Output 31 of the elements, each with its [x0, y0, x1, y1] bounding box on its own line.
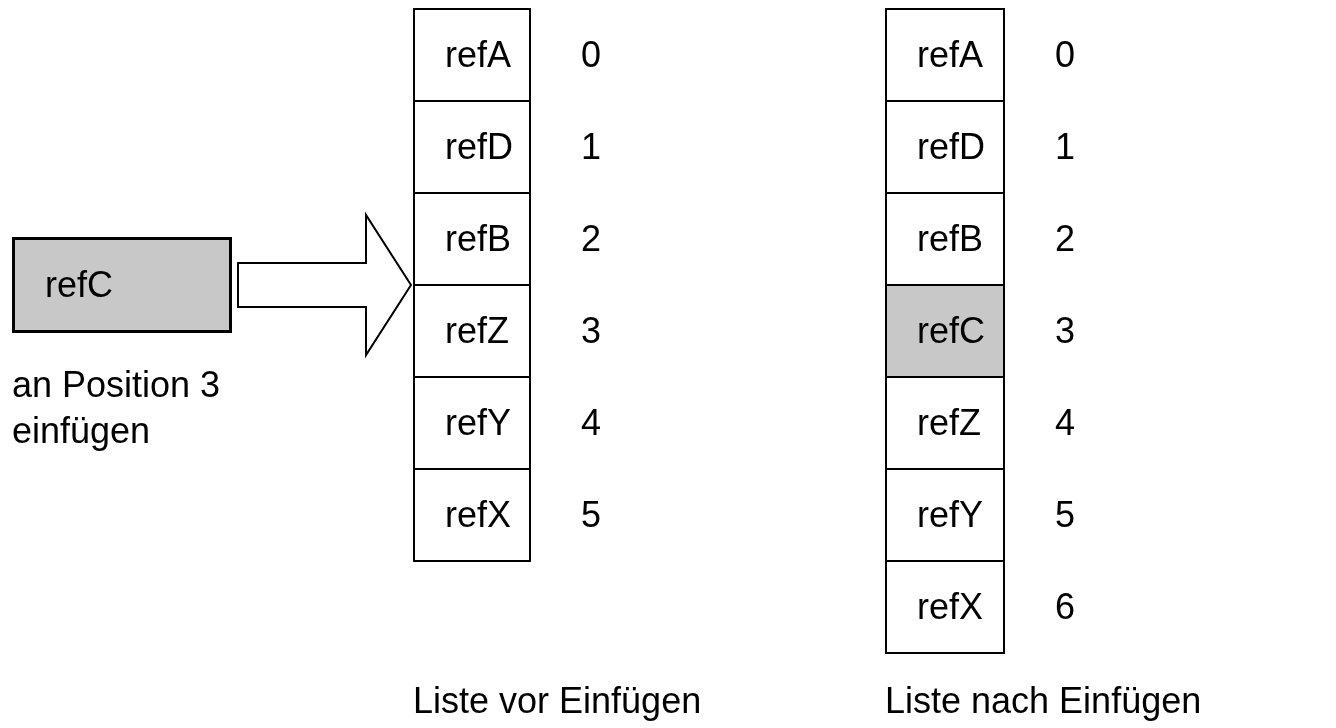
index-number: 4 — [580, 402, 602, 444]
list-cell: refB — [413, 192, 531, 286]
list-cell: refA — [413, 8, 531, 102]
index-number: 1 — [1054, 126, 1076, 168]
index-number: 3 — [580, 310, 602, 352]
list-cell: refX — [885, 560, 1005, 654]
list-cell: refY — [885, 468, 1005, 562]
instruction-text: an Position 3 einfügen — [12, 363, 222, 453]
block-arrow — [237, 211, 413, 359]
list-cell: refZ — [885, 376, 1005, 470]
index-number: 6 — [1054, 586, 1076, 628]
index-number: 0 — [1054, 34, 1076, 76]
element-box: refC — [12, 237, 232, 333]
index-number: 4 — [1054, 402, 1076, 444]
list-cell: refD — [885, 100, 1005, 194]
list-cell: refZ — [413, 284, 531, 378]
index-number: 2 — [580, 218, 602, 260]
list-caption: Liste nach Einfügen — [885, 680, 1202, 722]
list-cell: refD — [413, 100, 531, 194]
index-number: 3 — [1054, 310, 1076, 352]
list-caption: Liste vor Einfügen — [413, 680, 702, 722]
index-number: 2 — [1054, 218, 1076, 260]
list-cell: refC — [885, 284, 1005, 378]
index-number: 5 — [580, 494, 602, 536]
list-cell: refX — [413, 468, 531, 562]
index-number: 1 — [580, 126, 602, 168]
list-cell: refA — [885, 8, 1005, 102]
index-number: 0 — [580, 34, 602, 76]
list-cell: refB — [885, 192, 1005, 286]
index-number: 5 — [1054, 494, 1076, 536]
list-cell: refY — [413, 376, 531, 470]
